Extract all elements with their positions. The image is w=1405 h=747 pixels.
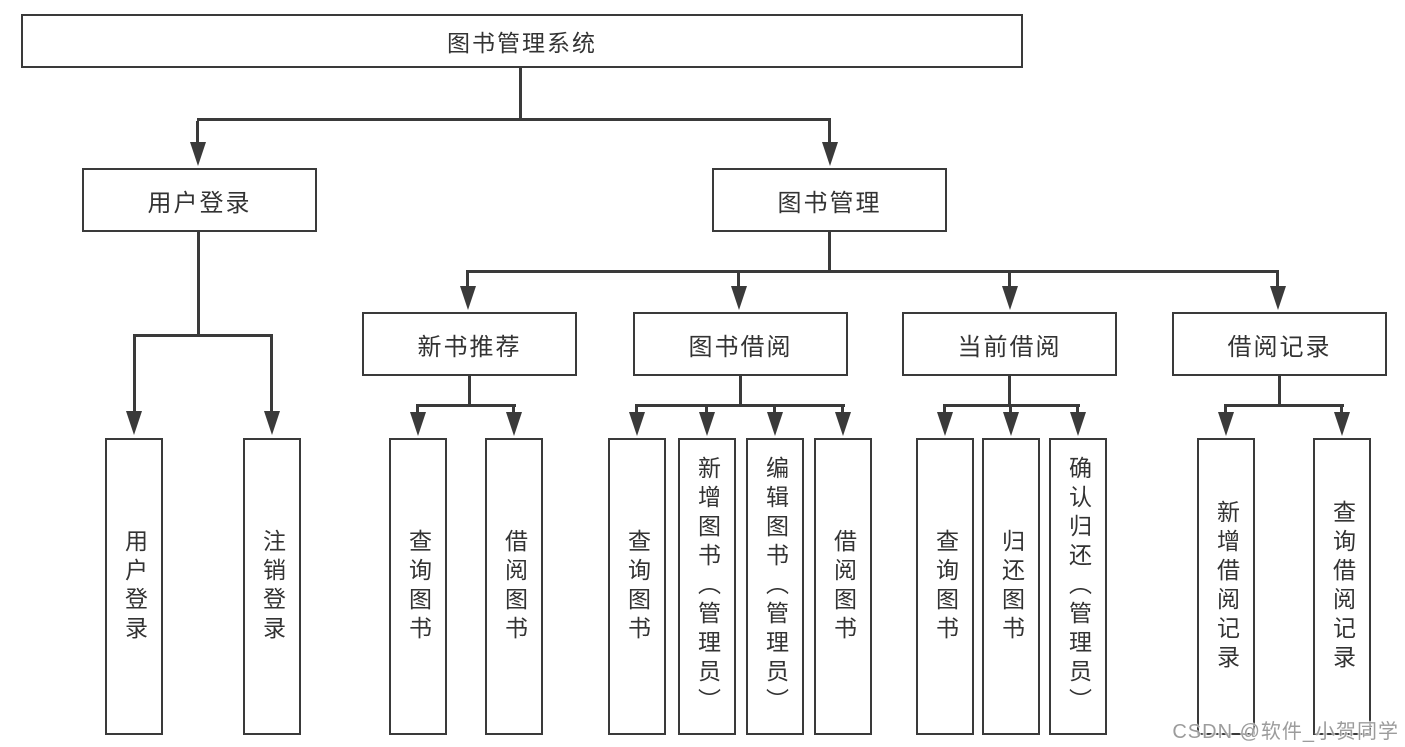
connector-root-stem [519, 68, 522, 120]
leaf-borrow-edit-admin: 编辑图书（管理员） [746, 438, 804, 735]
leaf-borrow-query: 查询图书 [608, 438, 666, 735]
arrowhead-cb1 [937, 412, 953, 436]
leaf-current-query: 查询图书 [916, 438, 974, 735]
connector-arrow-bb3-shaft [773, 407, 776, 415]
connector-arrow-bb1-shaft [635, 407, 638, 415]
connector-book-mgmt-branch [466, 270, 1279, 273]
leaf-borrow-edit-admin-label: 编辑图书（管理员） [762, 456, 789, 717]
node-book-borrow: 图书借阅 [633, 312, 848, 376]
connector-newbook-branch [416, 404, 516, 407]
leaf-records-query-label: 查询借阅记录 [1329, 499, 1356, 674]
arrowhead-user-login [190, 142, 206, 166]
leaf-borrow-query-label: 查询图书 [624, 528, 651, 645]
connector-arrow-nb1-shaft [416, 407, 419, 415]
leaf-borrow-add-admin: 新增图书（管理员） [678, 438, 736, 735]
connector-arrow-nb2-shaft [512, 407, 515, 415]
connector-borrow-stem [739, 376, 742, 407]
connector-arrow-user-login-shaft [196, 121, 199, 145]
connector-arrow-newbook-shaft [466, 273, 469, 287]
connector-arrow-bb4-shaft [841, 407, 844, 415]
arrowhead-cb2 [1003, 412, 1019, 436]
arrowhead-nb2 [506, 412, 522, 436]
connector-current-stem [1008, 376, 1011, 407]
node-borrow-records: 借阅记录 [1172, 312, 1387, 376]
leaf-current-confirm-admin-label: 确认归还（管理员） [1065, 456, 1092, 717]
connector-arrow-cb3-shaft [1076, 407, 1079, 415]
connector-newbook-stem [468, 376, 471, 407]
connector-records-stem [1278, 376, 1281, 407]
connector-arrow-records-shaft [1276, 273, 1279, 287]
connector-arrow-ul2-shaft [270, 337, 273, 412]
arrowhead-nb1 [410, 412, 426, 436]
leaf-records-query: 查询借阅记录 [1313, 438, 1371, 735]
node-user-login: 用户登录 [82, 168, 317, 232]
connector-arrow-cb2-shaft [1009, 407, 1012, 415]
arrowhead-bb3 [767, 412, 783, 436]
node-book-management: 图书管理 [712, 168, 947, 232]
node-current-borrow: 当前借阅 [902, 312, 1117, 376]
connector-arrow-borrow-shaft [737, 273, 740, 287]
arrowhead-bb4 [835, 412, 851, 436]
connector-arrow-br1-shaft [1224, 407, 1227, 415]
node-root: 图书管理系统 [21, 14, 1023, 68]
leaf-current-return: 归还图书 [982, 438, 1040, 735]
connector-arrow-ul1-shaft [133, 337, 136, 412]
arrowhead-cb3 [1070, 412, 1086, 436]
connector-arrow-bb2-shaft [705, 407, 708, 415]
arrowhead-ul1 [126, 411, 142, 435]
connector-arrow-cb1-shaft [943, 407, 946, 415]
leaf-newbook-borrow-label: 借阅图书 [501, 528, 528, 645]
arrowhead-ul2 [264, 411, 280, 435]
leaf-current-confirm-admin: 确认归还（管理员） [1049, 438, 1107, 735]
leaf-records-add-label: 新增借阅记录 [1213, 499, 1240, 674]
leaf-borrow-borrow: 借阅图书 [814, 438, 872, 735]
leaf-borrow-borrow-label: 借阅图书 [830, 528, 857, 645]
leaf-borrow-add-admin-label: 新增图书（管理员） [694, 456, 721, 717]
arrowhead-current [1002, 286, 1018, 310]
leaf-newbook-query-label: 查询图书 [405, 528, 432, 645]
arrowhead-bb2 [699, 412, 715, 436]
connector-current-branch [943, 404, 1080, 407]
connector-arrow-current-shaft [1008, 273, 1011, 287]
leaf-current-query-label: 查询图书 [932, 528, 959, 645]
leaf-logout: 注销登录 [243, 438, 301, 735]
arrowhead-newbook [460, 286, 476, 310]
leaf-logout-label: 注销登录 [259, 528, 286, 645]
connector-records-branch [1224, 404, 1344, 407]
leaf-newbook-query: 查询图书 [389, 438, 447, 735]
connector-root-branch [197, 118, 831, 121]
watermark: CSDN @软件_小贺同学 [1172, 721, 1399, 743]
arrowhead-book-mgmt [822, 142, 838, 166]
connector-arrow-br2-shaft [1340, 407, 1343, 415]
leaf-current-return-label: 归还图书 [998, 528, 1025, 645]
arrowhead-records [1270, 286, 1286, 310]
arrowhead-borrow [731, 286, 747, 310]
leaf-user-login: 用户登录 [105, 438, 163, 735]
arrowhead-br1 [1218, 412, 1234, 436]
leaf-records-add: 新增借阅记录 [1197, 438, 1255, 735]
arrowhead-bb1 [629, 412, 645, 436]
arrowhead-br2 [1334, 412, 1350, 436]
leaf-newbook-borrow: 借阅图书 [485, 438, 543, 735]
connector-user-login-stem [197, 232, 200, 337]
node-new-book-recommend: 新书推荐 [362, 312, 577, 376]
connector-book-mgmt-stem [828, 232, 831, 272]
connector-user-login-branch [133, 334, 273, 337]
connector-borrow-branch [635, 404, 845, 407]
leaf-user-login-label: 用户登录 [121, 528, 148, 645]
connector-arrow-book-mgmt-shaft [828, 121, 831, 145]
